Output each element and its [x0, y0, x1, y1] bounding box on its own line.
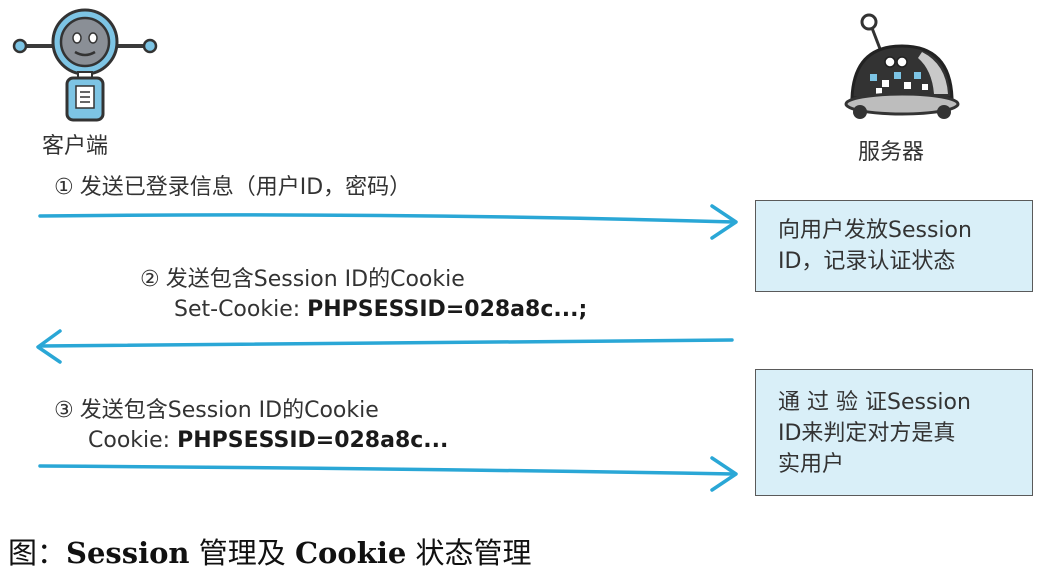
note-1-line-1: 向用户发放Session	[778, 218, 972, 243]
arrow-step-2	[38, 338, 734, 348]
note-2-line-2: ID来判定对方是真	[778, 421, 956, 446]
arrow-step-3-head	[710, 456, 738, 492]
step-3-cookie-prefix: Cookie:	[88, 428, 178, 453]
arrow-step-3	[38, 464, 736, 476]
server-note-issue-session: 向用户发放Session ID，记录认证状态	[755, 200, 1033, 292]
server-label: 服务器	[858, 140, 925, 165]
caption-suffix: 状态管理	[406, 536, 532, 570]
arrow-step-1-head	[710, 204, 738, 240]
step-2-label: 发送包含Session ID的Cookie	[165, 267, 465, 292]
note-2-line-1: 通 过 验 证Session	[778, 390, 971, 415]
server-robot-icon	[844, 13, 960, 119]
caption-cookie: Cookie	[294, 536, 407, 570]
arrow-step-2-head	[36, 329, 62, 364]
note-1-line-2: ID，记录认证状态	[778, 249, 956, 274]
step-3-number: ③	[54, 398, 74, 423]
step-2-cookie-value: PHPSESSID=028a8c...;	[307, 297, 588, 322]
step-3-cookie-value: PHPSESSID=028a8c...	[177, 428, 449, 453]
step-1-label: 发送已登录信息（用户ID，密码）	[79, 175, 412, 200]
client-robot-icon	[12, 8, 158, 122]
step-2-cookie-prefix: Set-Cookie:	[174, 297, 308, 322]
step-2-number: ②	[140, 267, 160, 292]
step-1-number: ①	[54, 175, 74, 200]
caption-session: Session	[66, 536, 190, 570]
note-2-line-3: 实用户	[778, 452, 845, 477]
arrow-step-1	[38, 213, 736, 224]
caption-prefix: 图：	[8, 536, 67, 570]
caption-mid: 管理及	[189, 536, 295, 570]
client-label: 客户端	[42, 134, 109, 159]
figure-caption: 图：Session 管理及 Cookie 状态管理	[8, 530, 532, 572]
server-note-verify-session: 通 过 验 证Session ID来判定对方是真 实用户	[755, 369, 1033, 496]
step-3-label: 发送包含Session ID的Cookie	[79, 398, 379, 423]
